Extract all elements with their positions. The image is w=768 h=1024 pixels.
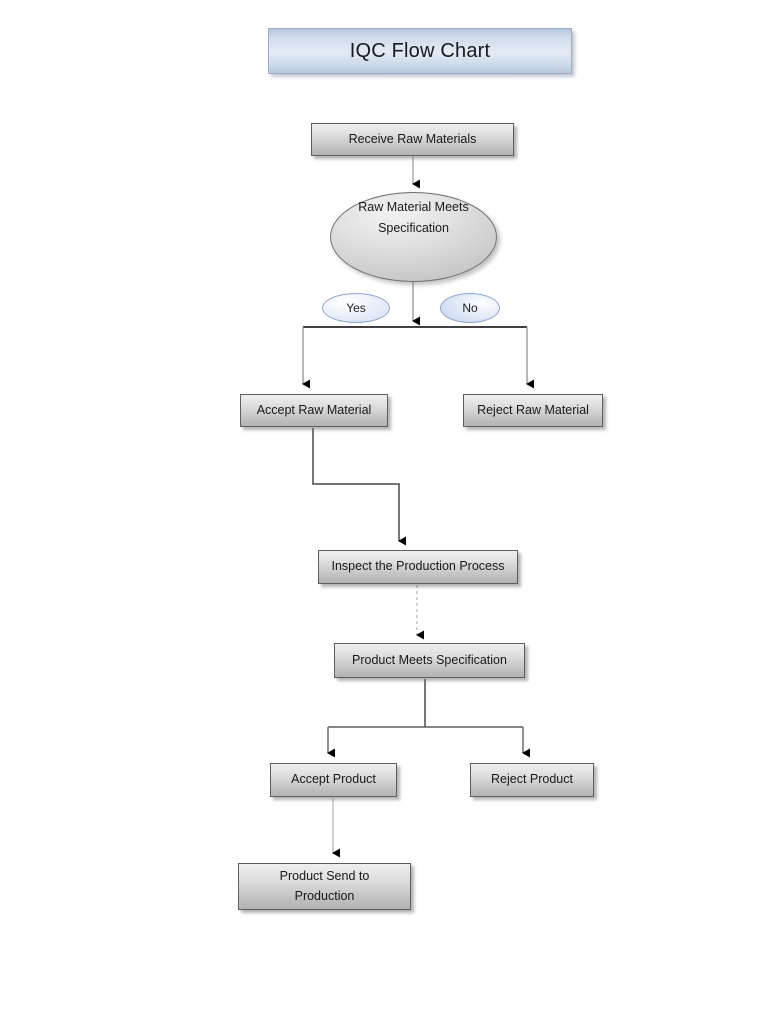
node-receive-raw-materials[interactable]: Receive Raw Materials: [311, 123, 514, 156]
node-inspect-production-process[interactable]: Inspect the Production Process: [318, 550, 518, 584]
branch-label-yes-text: Yes: [346, 301, 366, 315]
decision-label-line2: Specification: [378, 221, 449, 236]
node-raw-material-meets-specification[interactable]: Raw Material Meets Specification: [330, 192, 497, 282]
node-label: Reject Raw Material: [477, 402, 589, 417]
page-title: IQC Flow Chart: [349, 39, 491, 62]
node-label-line1: Product Send to: [279, 869, 370, 884]
node-reject-product[interactable]: Reject Product: [470, 763, 594, 797]
node-label-line2: Production: [294, 888, 355, 903]
node-label: Inspect the Production Process: [331, 559, 505, 574]
node-product-send-to-production[interactable]: Product Send to Production: [238, 863, 411, 910]
node-accept-raw-material[interactable]: Accept Raw Material: [240, 394, 388, 427]
node-label: Accept Raw Material: [256, 402, 372, 417]
branch-label-no-text: No: [462, 301, 478, 315]
edge-accept-raw-to-inspect: [312, 428, 406, 546]
chart-title-banner: IQC Flow Chart: [268, 28, 572, 74]
node-label: Accept Product: [291, 772, 376, 787]
node-reject-raw-material[interactable]: Reject Raw Material: [463, 394, 603, 427]
branch-label-no[interactable]: No: [440, 293, 500, 323]
node-label: Receive Raw Materials: [348, 131, 477, 146]
node-product-meets-specification[interactable]: Product Meets Specification: [334, 643, 525, 678]
decision-label-line1: Raw Material Meets: [358, 200, 469, 214]
node-accept-product[interactable]: Accept Product: [270, 763, 397, 797]
decision-label-wrapper: Raw Material Meets Specification: [331, 197, 496, 240]
edge-product-decision-to-split2: [328, 679, 523, 728]
node-label-wrapper: Product Send to Production: [280, 867, 370, 906]
branch-label-yes[interactable]: Yes: [322, 293, 390, 323]
node-label: Reject Product: [491, 772, 573, 787]
node-label: Product Meets Specification: [352, 652, 507, 667]
